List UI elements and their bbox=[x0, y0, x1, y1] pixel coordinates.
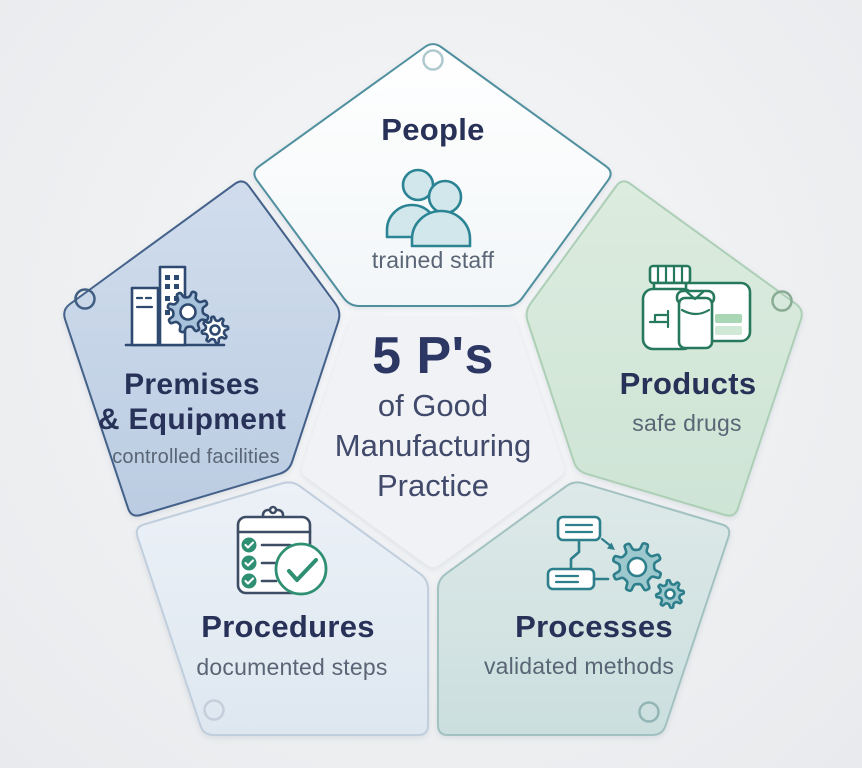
segment-shape-procedures bbox=[135, 481, 429, 736]
corner-ring-processes bbox=[638, 701, 660, 723]
segment-subtitle-people: trained staff bbox=[371, 247, 495, 273]
title-line-2: Manufacturing bbox=[334, 428, 532, 463]
corner-ring-people bbox=[422, 49, 444, 71]
segment-shape-processes bbox=[437, 481, 731, 736]
segment-label-procedures: Procedures bbox=[201, 609, 375, 644]
title-line-3: Practice bbox=[377, 468, 489, 503]
segment-label-premises: Premises & Equipment bbox=[97, 368, 287, 437]
title-line-1: of Good bbox=[377, 388, 489, 423]
segment-subtitle-processes: validated methods bbox=[483, 653, 675, 679]
center-title: 5 P's of Good Manufacturing Practice bbox=[335, 326, 531, 506]
flowchart-gears-icon bbox=[540, 505, 688, 610]
two-people-icon bbox=[375, 160, 475, 248]
segment-subtitle-premises: controlled facilities bbox=[112, 446, 280, 468]
segment-subtitle-procedures: documented steps bbox=[196, 654, 388, 680]
corner-ring-products bbox=[771, 290, 793, 312]
corner-ring-premises bbox=[74, 288, 96, 310]
segment-shape-premises bbox=[63, 180, 341, 517]
medicine-bottles-icon bbox=[640, 258, 755, 353]
center-pentagon bbox=[301, 317, 565, 568]
title-heading: 5 P's bbox=[372, 327, 494, 385]
checklist-icon bbox=[225, 505, 330, 600]
building-gears-icon bbox=[123, 254, 231, 349]
corner-ring-procedures bbox=[203, 699, 225, 721]
segment-shape-people bbox=[253, 43, 612, 307]
segment-label-products: Products bbox=[619, 366, 757, 401]
segment-label-people: People bbox=[381, 112, 485, 147]
segment-label-processes: Processes bbox=[515, 609, 673, 644]
segment-subtitle-products: safe drugs bbox=[632, 410, 742, 436]
